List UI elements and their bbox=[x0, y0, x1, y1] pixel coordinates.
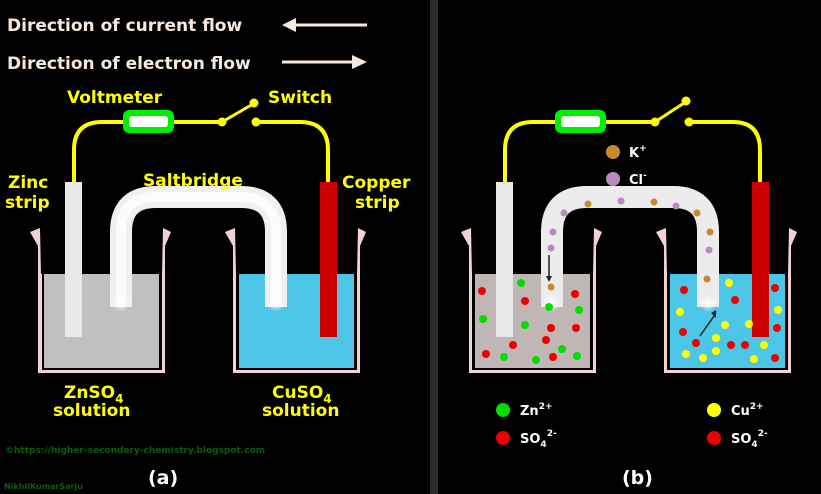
bridge-ions bbox=[547, 197, 714, 291]
cu-ion-label: Cu2+ bbox=[731, 402, 764, 419]
left-beaker-b bbox=[461, 228, 602, 373]
panel-divider bbox=[430, 0, 438, 494]
znso4-solution-word: solution bbox=[53, 401, 130, 421]
znso4-ions bbox=[478, 279, 583, 364]
caption-b: (b) bbox=[622, 467, 653, 489]
k-ion-swatch bbox=[606, 145, 620, 159]
zn-ion-swatch bbox=[496, 403, 510, 417]
panel-b: K+ Cl- bbox=[461, 96, 797, 489]
zinc-strip-b bbox=[496, 182, 513, 337]
electron-flow-arrow bbox=[282, 55, 367, 69]
voltmeter[interactable] bbox=[123, 110, 174, 133]
so4-right-label: SO42- bbox=[731, 429, 768, 450]
right-wire-b bbox=[689, 120, 762, 182]
right-beaker-b bbox=[656, 228, 797, 373]
voltmeter-label: Voltmeter bbox=[67, 88, 163, 108]
switch-label: Switch bbox=[268, 88, 332, 108]
so4-left-swatch bbox=[496, 431, 510, 445]
cl-ion-swatch bbox=[606, 172, 620, 186]
switch[interactable] bbox=[217, 98, 261, 127]
left-wire bbox=[72, 120, 124, 182]
left-beaker bbox=[30, 228, 171, 373]
so4-right-swatch bbox=[707, 431, 721, 445]
saltbridge-b bbox=[541, 186, 719, 307]
saltbridge-label: Saltbridge bbox=[143, 171, 243, 191]
k-ion-label: K+ bbox=[629, 144, 647, 161]
zn-ion-label: Zn2+ bbox=[520, 402, 553, 419]
left-wire-b bbox=[503, 120, 556, 182]
watermark-url: ©https://higher-secondary-chemistry.blog… bbox=[5, 446, 265, 456]
copper-strip-b bbox=[752, 182, 769, 337]
ion-migration-arrows bbox=[546, 255, 716, 337]
electron-flow-label: Direction of electron flow bbox=[7, 54, 251, 74]
copper-strip bbox=[320, 182, 337, 337]
watermark-author: NikhilKumarSarju bbox=[4, 482, 83, 491]
current-flow-label: Direction of current flow bbox=[7, 16, 242, 36]
cuso4-ions bbox=[676, 279, 782, 363]
caption-a: (a) bbox=[148, 467, 178, 489]
zinc-label-line1: Zinc bbox=[8, 173, 48, 193]
copper-label-line2: strip bbox=[355, 193, 400, 213]
cu-ion-swatch bbox=[707, 403, 721, 417]
current-flow-arrow bbox=[282, 18, 367, 32]
right-beaker bbox=[225, 228, 366, 373]
cuso4-label: CuSO4 bbox=[272, 383, 332, 406]
zinc-strip bbox=[65, 182, 82, 337]
znso4-label: ZnSO4 bbox=[64, 383, 123, 406]
voltmeter-b[interactable] bbox=[555, 110, 606, 133]
switch-b[interactable] bbox=[650, 96, 694, 127]
zinc-label-line2: strip bbox=[5, 193, 50, 213]
cl-ion-label: Cl- bbox=[629, 171, 647, 188]
right-wire bbox=[256, 120, 330, 182]
copper-label-line1: Copper bbox=[342, 173, 411, 193]
so4-left-label: SO42- bbox=[520, 429, 557, 450]
cuso4-solution-word: solution bbox=[262, 401, 339, 421]
panel-a: Voltmeter Switch Saltbridge Zinc strip C… bbox=[5, 88, 411, 489]
